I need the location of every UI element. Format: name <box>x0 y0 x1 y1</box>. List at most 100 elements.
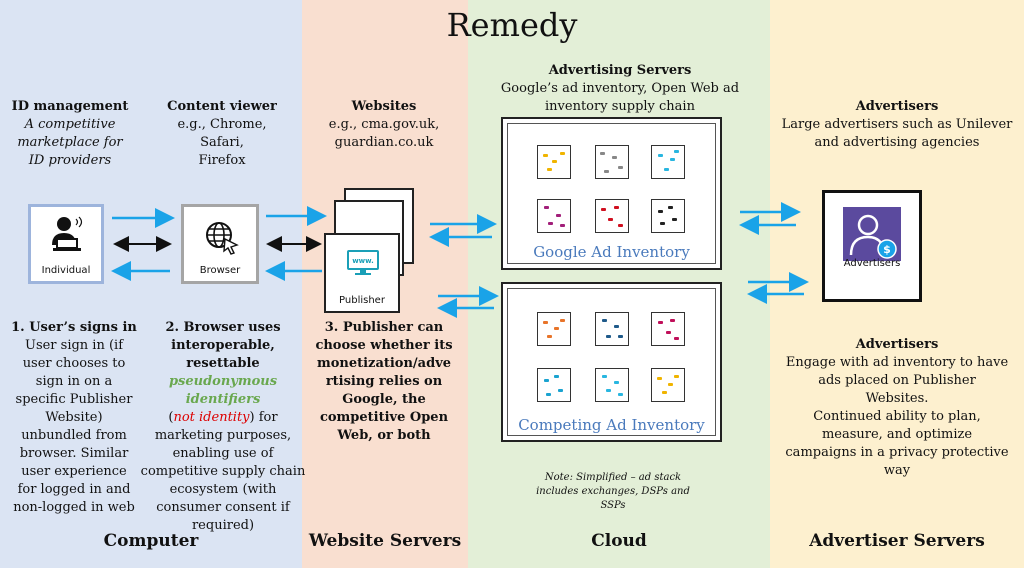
step1-line: user experience <box>21 464 127 479</box>
column-computer <box>0 0 302 568</box>
step3-line: monetization/adve <box>316 356 452 371</box>
id-management-desc-2: marketplace for <box>17 135 123 150</box>
paren-close: ) for <box>249 410 278 425</box>
step1-line: unbundled from <box>21 428 127 443</box>
ad-tile <box>537 199 571 233</box>
publisher-label: Publisher <box>339 295 385 306</box>
footer-advertiser-servers: Advertiser Servers <box>809 531 985 551</box>
step3-line: competitive Open <box>319 410 449 425</box>
websites-desc-1: e.g., cma.gov.uk, <box>328 117 440 132</box>
content-viewer-desc-3: Firefox <box>198 153 246 168</box>
advertising-servers-heading: Advertising Servers <box>548 63 692 78</box>
step2-heading: resettable <box>186 356 260 371</box>
id-management-desc-1: A competitive <box>24 117 116 132</box>
id-management-desc-3: ID providers <box>28 153 112 168</box>
note-line: Note: Simplified – ad stack <box>544 472 682 483</box>
content-viewer-desc-2: Safari, <box>200 135 244 150</box>
step1-line: for logged in and <box>17 482 131 497</box>
advertisers-node: $ Advertisers <box>822 190 922 302</box>
individual-node: Individual <box>28 204 104 284</box>
advertisers-bottom-line: Continued ability to plan, <box>813 409 981 424</box>
competing-ad-inventory-label: Competing Ad Inventory <box>518 416 705 434</box>
id-management-block: ID management A competitive marketplace … <box>0 98 140 170</box>
advertisers-top-desc-1: Large advertisers such as Unilever <box>781 117 1013 132</box>
ad-tile <box>537 368 571 402</box>
ad-tile <box>595 312 629 346</box>
ad-tile <box>651 312 685 346</box>
simplified-note: Note: Simplified – ad stack includes exc… <box>500 471 726 513</box>
browser-node: Browser <box>181 204 259 284</box>
note-line: SSPs <box>600 500 626 511</box>
step3-line: choose whether its <box>315 338 453 353</box>
websites-desc-2: guardian.co.uk <box>334 135 434 150</box>
footer-website-servers: Website Servers <box>308 531 462 551</box>
step3-block: 3. Publisher can choose whether its mone… <box>304 319 464 445</box>
step2-block: 2. Browser uses interoperable, resettabl… <box>140 319 306 535</box>
step2-line: required) <box>191 518 255 533</box>
step2-line: enabling use of <box>172 446 274 461</box>
web-browser-icon: www. <box>347 250 379 275</box>
advertising-servers-desc-2: inventory supply chain <box>545 99 695 114</box>
google-ad-inventory-label: Google Ad Inventory <box>533 243 690 261</box>
content-viewer-desc-1: e.g., Chrome, <box>177 117 267 132</box>
advertisers-label: Advertisers <box>843 258 901 269</box>
step2-line: ecosystem (with <box>169 482 277 497</box>
advertiser-dollar-icon: $ <box>843 207 901 261</box>
ad-tile <box>651 199 685 233</box>
advertisers-bottom-line: Websites. <box>865 391 929 406</box>
ad-tile <box>537 145 571 179</box>
advertisers-top-desc-2: and advertising agencies <box>814 135 980 150</box>
step1-line: Website) <box>45 410 103 425</box>
competing-ad-inventory-panel: Competing Ad Inventory <box>501 282 722 442</box>
step2-line: competitive supply chain <box>140 464 306 479</box>
step2-line: consumer consent if <box>156 500 290 515</box>
paren-open: ( <box>168 410 174 425</box>
publisher-node: www. Publisher <box>324 233 400 313</box>
step3-line: Google, the <box>342 392 426 407</box>
not-identity-line: (not identity) for <box>140 409 306 427</box>
step2-heading: interoperable, <box>171 338 275 353</box>
ad-tile <box>595 368 629 402</box>
ad-tile <box>595 199 629 233</box>
ad-tile <box>595 145 629 179</box>
step3-line: 3. Publisher can <box>324 320 444 335</box>
diagram-title: Remedy <box>446 6 578 44</box>
footer-computer: Computer <box>103 531 199 551</box>
advertising-servers-block: Advertising Servers Google’s ad inventor… <box>470 62 770 116</box>
identifiers-highlight: identifiers <box>185 392 261 407</box>
person-laptop-icon <box>52 216 83 251</box>
advertisers-bottom-line: campaigns in a privacy protective <box>785 445 1009 460</box>
browser-label: Browser <box>199 265 241 276</box>
advertisers-bottom-heading: Advertisers <box>855 337 939 352</box>
step2-heading: 2. Browser uses <box>165 320 281 335</box>
note-line: includes exchanges, DSPs and <box>536 486 690 497</box>
advertisers-top-heading: Advertisers <box>855 99 939 114</box>
content-viewer-block: Content viewer e.g., Chrome, Safari, Fir… <box>150 98 294 170</box>
step3-line: rtising relies on <box>325 374 443 389</box>
websites-heading: Websites <box>351 99 417 114</box>
publisher-screen-text: www. <box>352 257 374 265</box>
pseudonymous-highlight: pseudonymous <box>168 374 278 389</box>
ad-tile <box>537 312 571 346</box>
step1-line: specific Publisher <box>15 392 133 407</box>
footer-cloud: Cloud <box>591 531 647 551</box>
advertisers-bottom-line: measure, and optimize <box>821 427 973 442</box>
id-management-heading: ID management <box>11 99 129 114</box>
ad-tile <box>651 368 685 402</box>
advertising-servers-desc-1: Google’s ad inventory, Open Web ad <box>500 81 740 96</box>
step3-line: Web, or both <box>337 428 431 443</box>
step1-block: 1. User’s signs in User sign in (if user… <box>2 319 146 517</box>
step1-line: browser. Similar <box>19 446 129 461</box>
content-viewer-heading: Content viewer <box>167 99 277 114</box>
globe-cursor-icon <box>206 222 239 255</box>
step1-line: sign in on a <box>35 374 113 389</box>
step1-line: non-logged in web <box>13 500 135 515</box>
advertisers-bottom-block: Advertisers Engage with ad inventory to … <box>772 336 1022 480</box>
advertisers-bottom-line: ads placed on Publisher <box>818 373 976 388</box>
not-identity-text: not identity <box>173 410 250 425</box>
step1-heading: 1. User’s signs in <box>11 320 137 335</box>
advertisers-bottom-line: Engage with ad inventory to have <box>785 355 1009 370</box>
advertisers-bottom-line: way <box>883 463 911 478</box>
svg-text:$: $ <box>883 243 891 256</box>
step2-line: marketing purposes, <box>154 428 292 443</box>
